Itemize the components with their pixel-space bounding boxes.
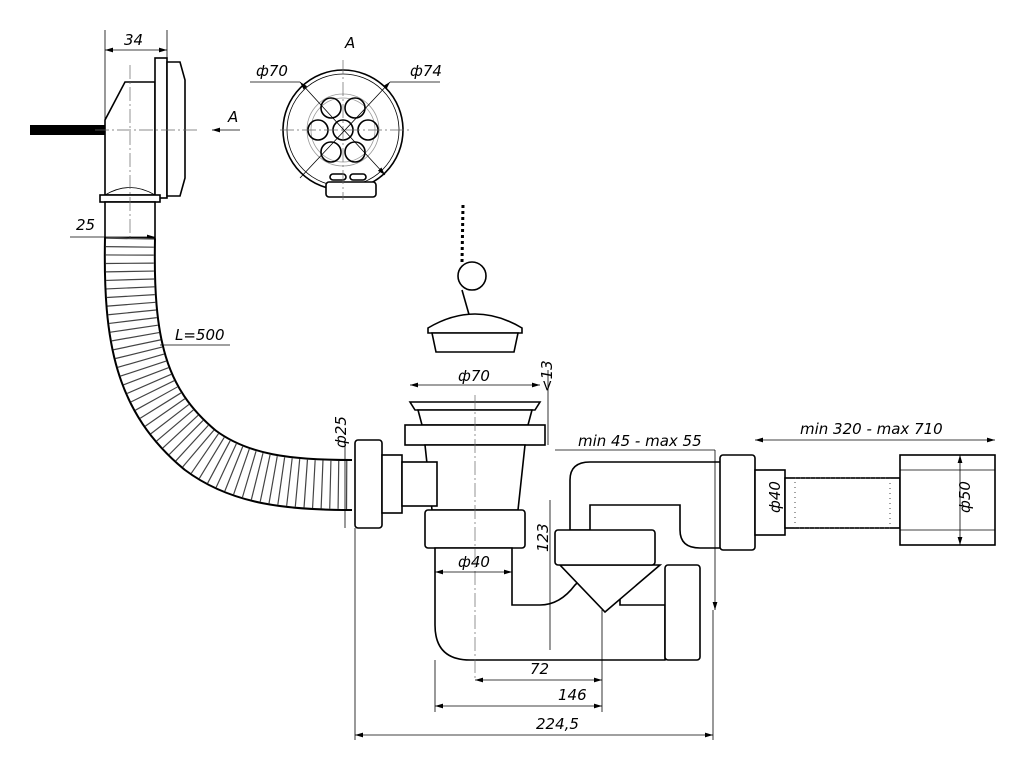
dim-trap-range: min 45 - max 55 [578, 432, 702, 450]
bottom-dimensions: 72 146 224,5 [354, 528, 714, 740]
dim-25: 25 [76, 216, 95, 234]
dim-dia-40-elbow: ф40 [458, 553, 490, 571]
drain-body: ф70 <13 ф25 ф40 [332, 360, 666, 680]
dim-34: 34 [124, 31, 143, 49]
dim-72: 72 [530, 660, 549, 678]
outlet-pipe: min 320 - max 710 ф40 ф50 [754, 420, 996, 546]
dim-dia-25: ф25 [332, 416, 350, 448]
view-label: A [344, 34, 355, 52]
dim-dia-70-drain: ф70 [458, 367, 490, 385]
view-arrow-label: A [227, 108, 238, 126]
plug-with-chain [427, 204, 523, 353]
dim-le-13: <13 [538, 360, 556, 392]
flexible-hose: L=500 [103, 237, 353, 511]
hose-length-label: L=500 [175, 326, 225, 344]
overflow-front-view-A: A ф70 ф74 [250, 34, 442, 200]
dim-dia-40-outlet: ф40 [766, 481, 784, 513]
dim-146: 146 [558, 686, 587, 704]
dim-123: 123 [534, 523, 552, 552]
dim-dia-74-grille: ф74 [410, 62, 442, 80]
dim-outlet-range: min 320 - max 710 [800, 420, 943, 438]
overflow-side-view: 34 A 25 [30, 30, 240, 250]
dim-dia-50: ф50 [956, 481, 974, 513]
dim-dia-70-grille: ф70 [256, 62, 288, 80]
dim-224-5: 224,5 [536, 715, 579, 733]
cable [30, 125, 108, 135]
bottle-trap: min 45 - max 55 123 [534, 432, 756, 661]
